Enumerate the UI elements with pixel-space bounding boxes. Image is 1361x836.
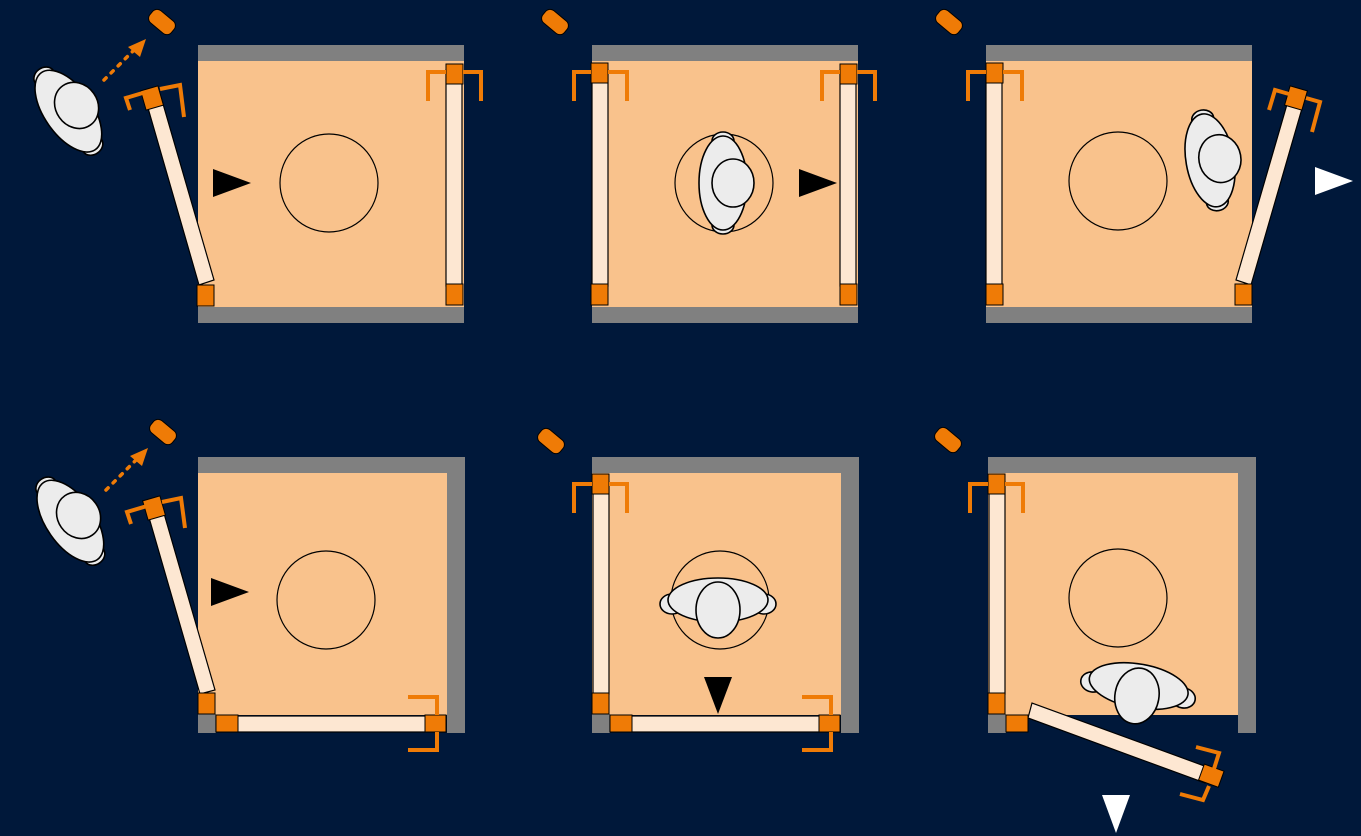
hinge (987, 692, 1006, 715)
hinge (590, 283, 609, 306)
door-handle (124, 495, 187, 529)
wall-top (986, 45, 1252, 61)
hinge (987, 473, 1006, 495)
person (18, 50, 124, 168)
hinge (197, 692, 216, 715)
door-handle (1267, 87, 1323, 133)
turntable-circle (276, 550, 376, 650)
wall-right (1238, 472, 1256, 733)
door-handle (123, 82, 186, 118)
door-handle (572, 70, 629, 101)
person (20, 460, 126, 578)
hinge (424, 714, 447, 733)
direction-arrow (799, 169, 837, 197)
exit-door-closed (609, 695, 841, 752)
panel-row1-step1 (18, 8, 483, 323)
door-handle (426, 70, 483, 101)
hinge (196, 284, 215, 307)
wall-corner (988, 714, 1006, 733)
door-handle (968, 482, 1025, 513)
hinge (1283, 85, 1309, 111)
hand-push-icon (104, 418, 177, 492)
hinge (609, 714, 633, 733)
wall-right (447, 472, 465, 733)
entry-door-open (123, 82, 215, 307)
wall-corner (198, 714, 216, 733)
turntable-circle (1068, 548, 1168, 648)
exit-door-closed (820, 63, 877, 306)
wall-top (592, 457, 859, 473)
door-handle (408, 695, 439, 752)
wall-top (198, 457, 465, 473)
hinge (139, 85, 165, 111)
panel-row1-step3 (935, 8, 1353, 323)
hinge (215, 714, 239, 733)
wall-top (198, 45, 464, 61)
orange-marker (537, 427, 565, 455)
hinge (839, 283, 858, 306)
door-handle (572, 482, 629, 513)
wall-top (592, 45, 858, 61)
hinge (591, 692, 610, 715)
entry-door-closed (572, 473, 629, 715)
hinge (839, 63, 858, 85)
wall-bottom (592, 307, 858, 323)
door-handle (802, 695, 833, 752)
turntable-circle (1068, 131, 1168, 231)
entry-door-closed (966, 62, 1024, 306)
door-handle (820, 70, 877, 101)
direction-arrow (704, 677, 732, 714)
wall-bottom (198, 307, 464, 323)
wall-bottom (986, 307, 1252, 323)
exit-door-open (1234, 85, 1323, 306)
orange-marker (541, 8, 569, 36)
door-handle (1179, 745, 1222, 803)
orange-marker (935, 8, 963, 36)
panel-row2-step2 (537, 427, 859, 752)
exit-door-open (1005, 702, 1225, 803)
hinge (590, 62, 609, 84)
entry-door-closed (968, 473, 1025, 715)
hinge (985, 283, 1004, 306)
orange-marker (934, 426, 962, 454)
hinge (1005, 714, 1029, 733)
hinge (985, 62, 1004, 84)
wall-right (841, 472, 859, 733)
hinge (141, 495, 167, 521)
hinge (1234, 283, 1253, 306)
exit-door-closed (426, 63, 483, 306)
turntable-circle (279, 133, 379, 233)
panel-row2-step3 (934, 426, 1256, 833)
wall-corner (592, 714, 610, 733)
direction-arrow (1102, 795, 1130, 833)
hinge (445, 283, 464, 306)
hinge (591, 473, 610, 495)
direction-arrow (1315, 167, 1353, 195)
panel-row1-step2 (541, 8, 877, 323)
entry-door-open (124, 495, 216, 715)
hinge (445, 63, 464, 85)
entry-door-closed (572, 62, 629, 306)
hand-push-icon (102, 8, 176, 82)
hinge (818, 714, 841, 733)
door-handle (966, 70, 1024, 101)
direction-arrow (213, 169, 251, 197)
exit-door-closed (215, 695, 447, 752)
direction-arrow (211, 578, 249, 606)
panel-row2-step1 (20, 418, 465, 752)
wall-top (988, 457, 1256, 473)
